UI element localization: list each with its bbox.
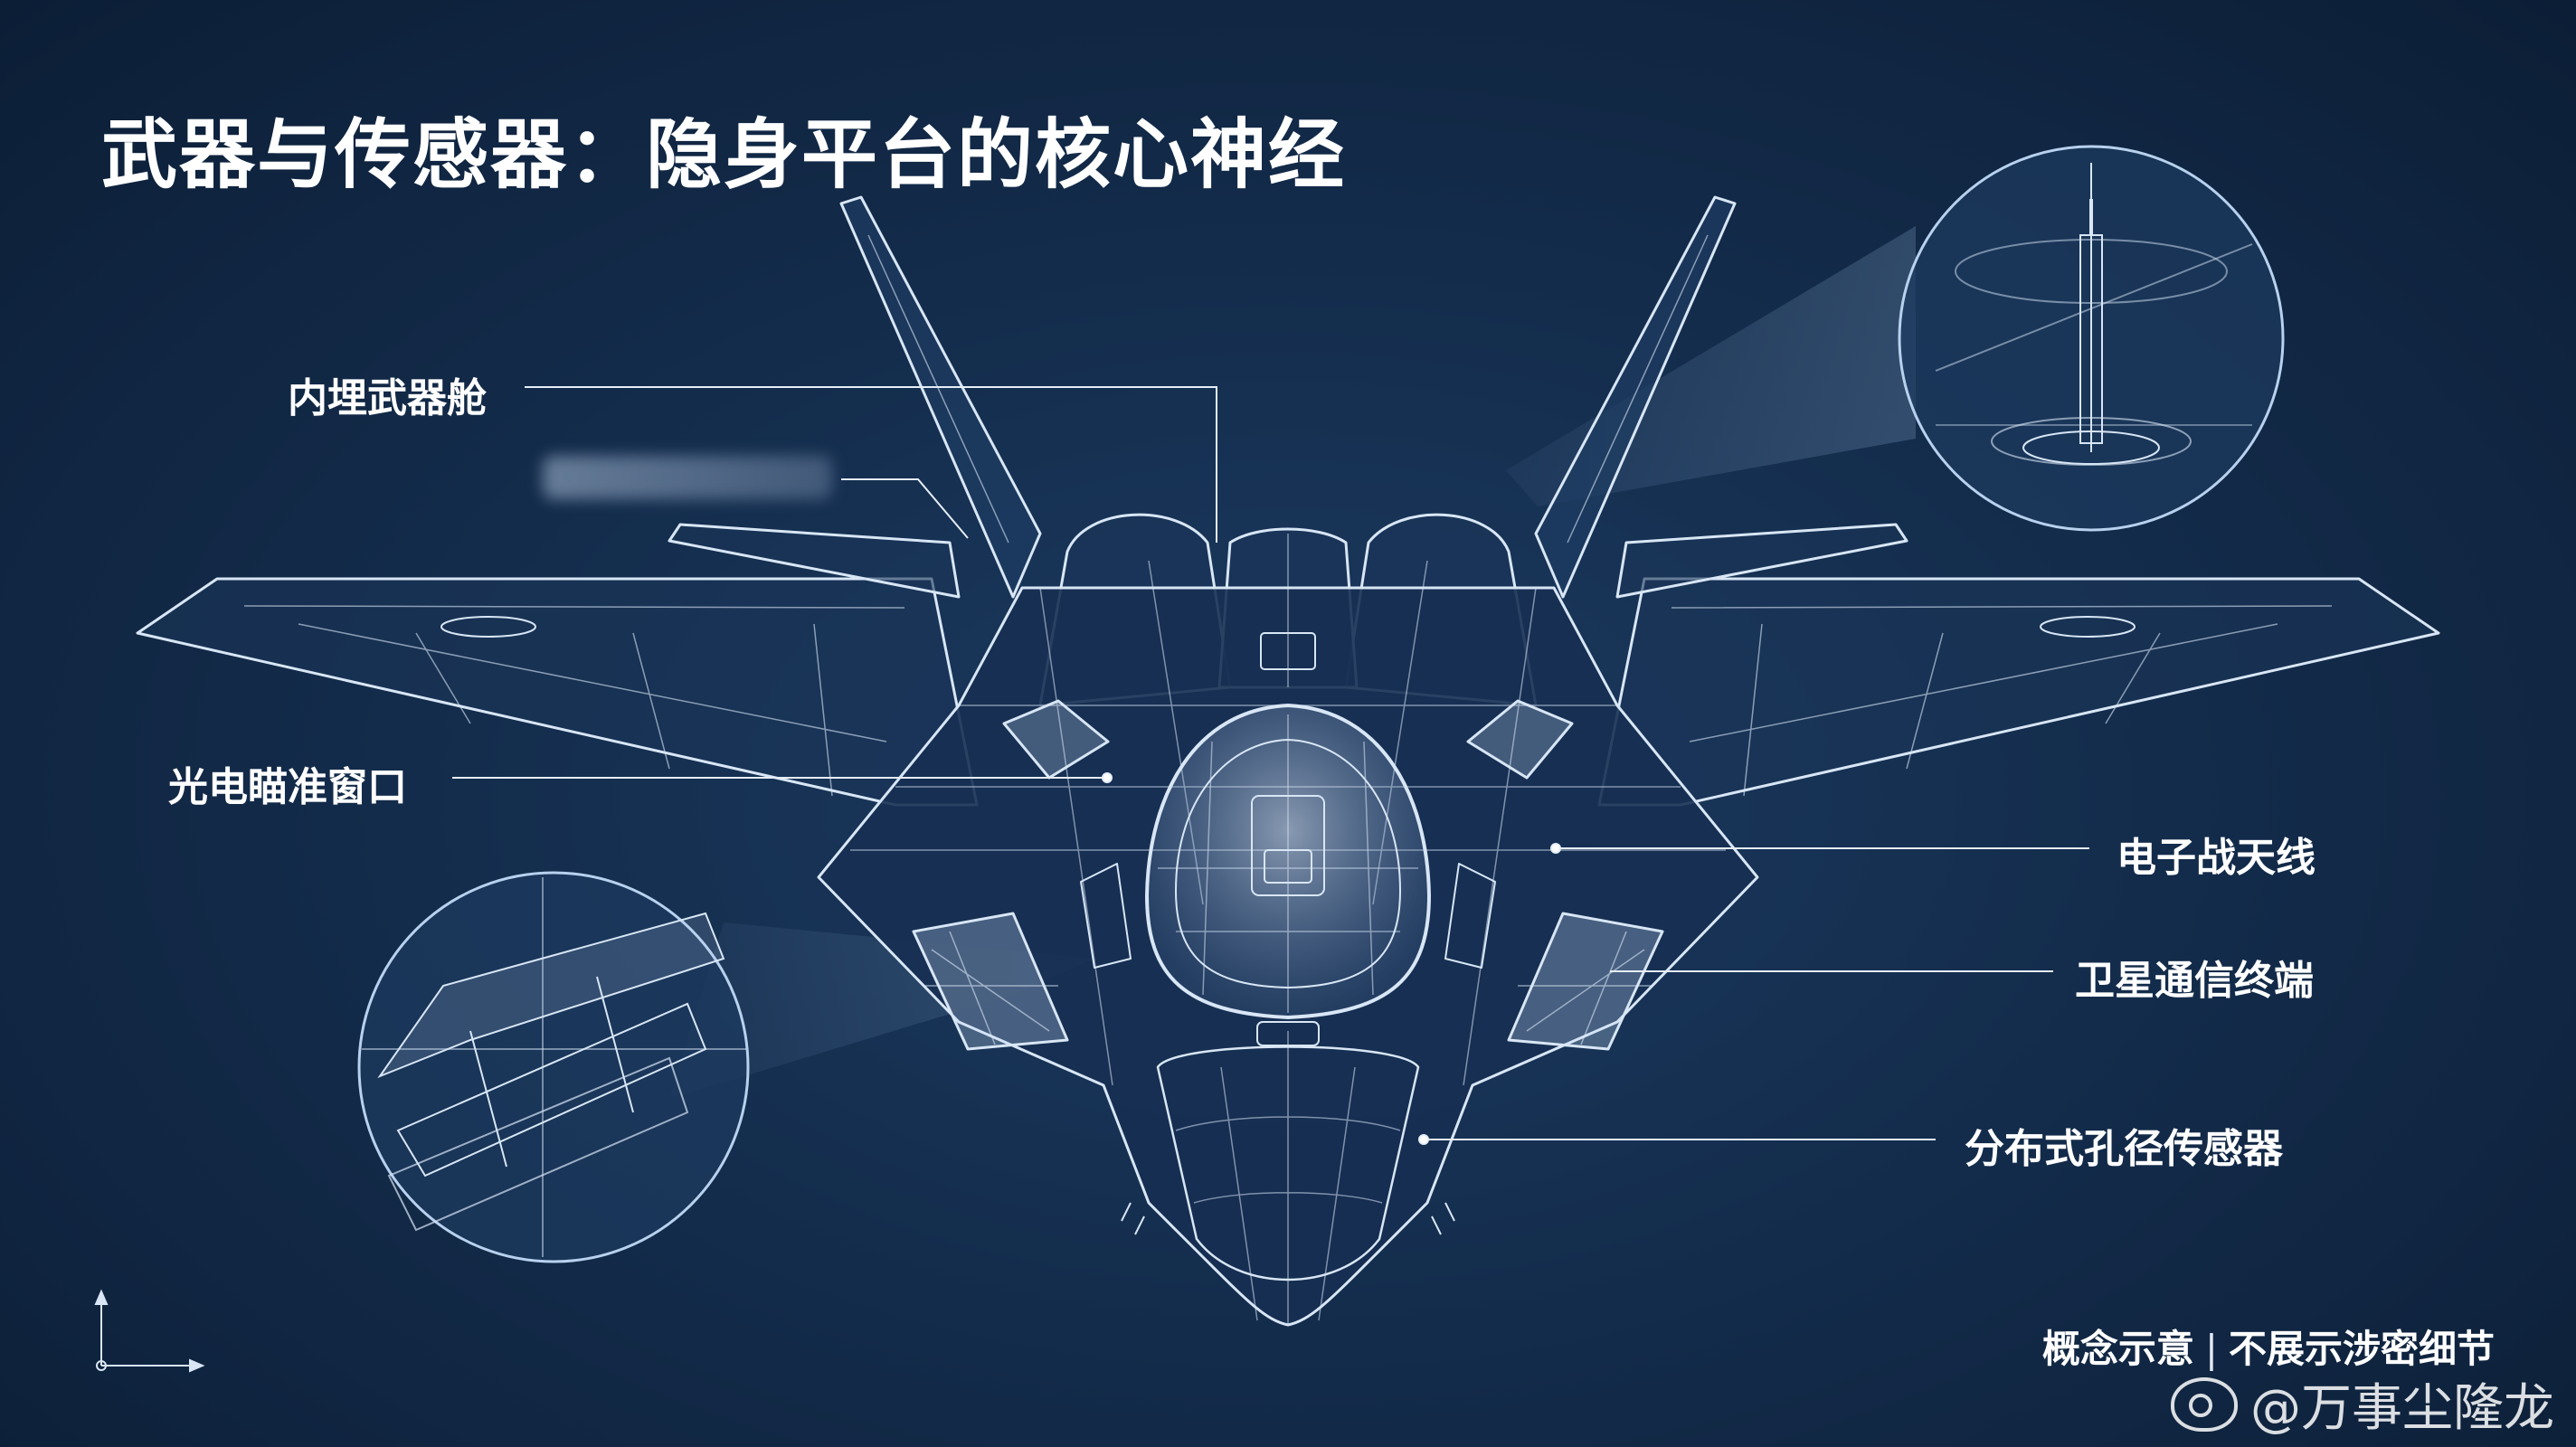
right-wing xyxy=(1597,577,2440,807)
label-das: 分布式孔径传感器 xyxy=(1965,1126,2283,1172)
page-title: 武器与传感器：隐身平台的核心神经 xyxy=(101,110,1347,199)
anchor-eo-targeting xyxy=(1102,772,1113,783)
leader-blurred-label xyxy=(841,478,969,539)
left-vertical-tail xyxy=(839,195,1042,599)
right-stabilizer xyxy=(1615,523,1908,599)
canopy-frame xyxy=(1175,739,1401,988)
dorsal-panel xyxy=(1260,632,1316,670)
footnote-right: 不展示涉密细节 xyxy=(2228,1327,2495,1371)
watermark: @万事尘隆龙 xyxy=(2171,1367,2554,1441)
right-wing-hardpoint xyxy=(2040,616,2136,638)
right-intake xyxy=(1507,912,1664,1051)
left-stabilizer xyxy=(668,523,961,599)
blurred-label xyxy=(543,456,832,499)
label-ew-antenna: 电子战天线 xyxy=(2117,835,2316,881)
right-cheek-sensor xyxy=(1444,863,1496,969)
left-intake xyxy=(912,912,1069,1051)
footnote: 概念示意|不展示涉密细节 xyxy=(2042,1319,2495,1374)
nose-sensor-window xyxy=(1256,1021,1320,1046)
cockpit-seat xyxy=(1251,795,1325,896)
anchor-ew-antenna xyxy=(1550,843,1561,854)
footnote-left: 概念示意 xyxy=(2041,1327,2194,1371)
nose-probes xyxy=(1121,1202,1455,1235)
inset-antenna-detail xyxy=(1898,145,2285,532)
axis-indicator xyxy=(94,1289,205,1373)
left-eo-window xyxy=(1002,699,1110,780)
right-vertical-tail xyxy=(1534,195,1737,599)
nose-cone xyxy=(1156,1045,1420,1281)
nose-grid xyxy=(1175,1031,1401,1325)
right-eo-window xyxy=(1466,699,1574,780)
label-satcom: 卫星通信终端 xyxy=(2075,958,2314,1004)
left-intake-grid xyxy=(923,931,1058,1045)
weibo-logo-icon xyxy=(2171,1376,2238,1432)
canopy-grid xyxy=(1158,714,1418,1013)
left-cheek-sensor xyxy=(1080,863,1132,969)
label-eo-targeting: 光电瞄准窗口 xyxy=(168,764,407,810)
cockpit-panel xyxy=(1264,849,1312,884)
leader-weapons-bay xyxy=(525,386,1217,543)
left-wing-detail xyxy=(243,605,905,797)
left-wing-hardpoint xyxy=(440,616,536,638)
right-intake-grid xyxy=(1518,931,1653,1045)
right-tail-detail xyxy=(1567,234,1709,544)
left-tail-detail xyxy=(867,234,1009,544)
anchor-das xyxy=(1418,1134,1429,1145)
right-wing-detail xyxy=(1671,605,2333,797)
watermark-text: @万事尘隆龙 xyxy=(2250,1379,2554,1438)
label-weapons-bay: 内埋武器舱 xyxy=(288,375,487,421)
inset-beam-top xyxy=(1506,226,1916,506)
inset-weapons-detail xyxy=(357,871,750,1263)
footnote-separator: | xyxy=(2204,1327,2218,1371)
